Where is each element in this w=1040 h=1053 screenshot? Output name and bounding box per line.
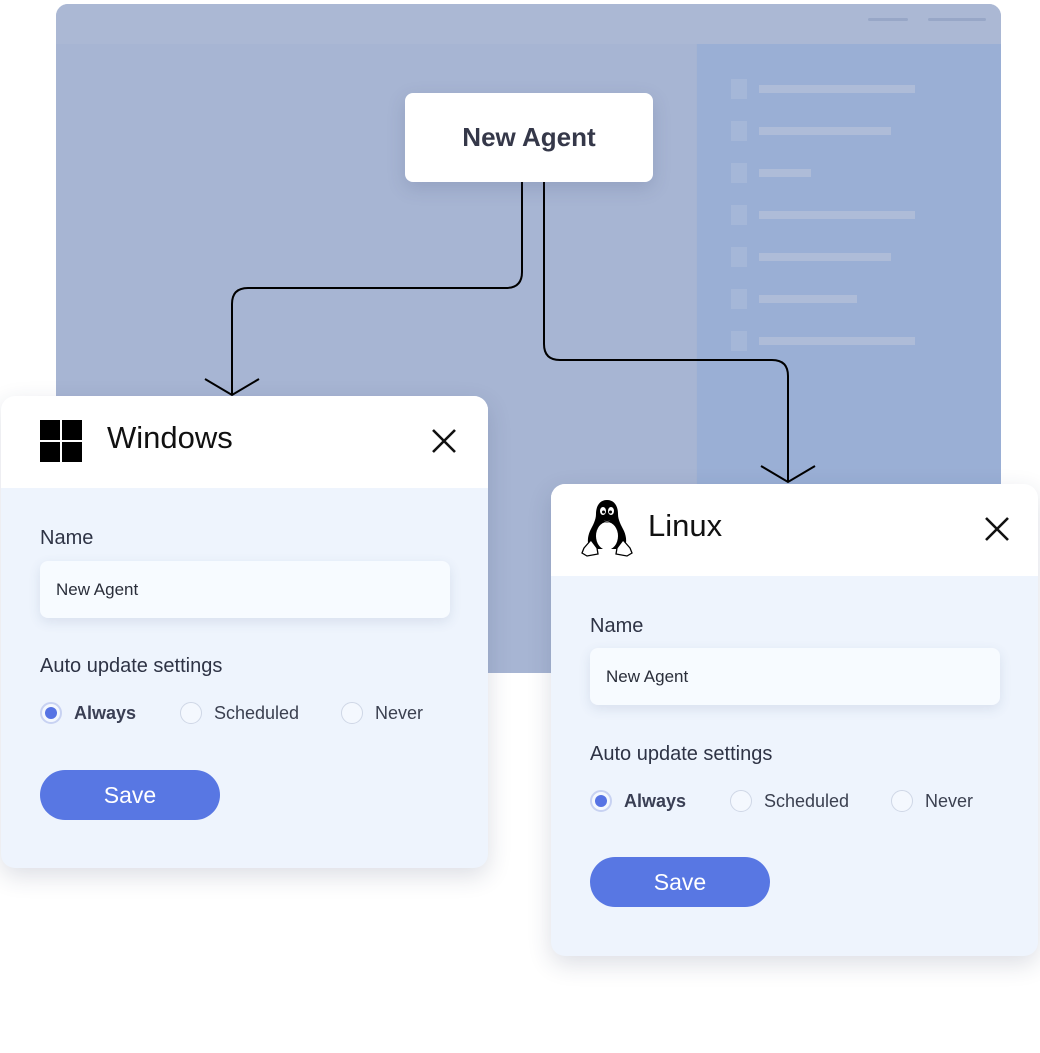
radio-scheduled[interactable]: Scheduled (730, 790, 891, 812)
radio-selected-indicator (40, 702, 62, 724)
header-control-placeholder (928, 18, 986, 21)
name-label: Name (40, 527, 94, 549)
save-button[interactable]: Save (40, 770, 220, 820)
radio-indicator (730, 790, 752, 812)
card-title: Windows (107, 420, 233, 455)
windows-logo-icon (40, 420, 82, 462)
card-title: Linux (648, 508, 723, 543)
radio-indicator (341, 702, 363, 724)
windows-agent-card: Windows Name Auto update settings Always… (1, 396, 488, 868)
close-icon[interactable] (984, 516, 1010, 542)
name-input[interactable] (590, 648, 1000, 705)
radio-always[interactable]: Always (590, 790, 730, 812)
card-header: Linux (551, 484, 1038, 576)
save-button[interactable]: Save (590, 857, 770, 907)
auto-update-radio-group: Always Scheduled Never (590, 790, 973, 812)
node-label: New Agent (462, 122, 596, 152)
linux-agent-card: Linux Name Auto update settings Always S… (551, 484, 1038, 956)
linux-tux-icon (581, 500, 633, 557)
radio-scheduled[interactable]: Scheduled (180, 702, 341, 724)
name-label: Name (590, 615, 644, 637)
radio-always[interactable]: Always (40, 702, 180, 724)
auto-update-label: Auto update settings (590, 743, 773, 765)
new-agent-node[interactable]: New Agent (405, 93, 653, 182)
auto-update-radio-group: Always Scheduled Never (40, 702, 423, 724)
radio-never[interactable]: Never (891, 790, 973, 812)
radio-indicator (180, 702, 202, 724)
window-header (56, 4, 1001, 44)
name-input[interactable] (40, 561, 450, 618)
close-icon[interactable] (431, 428, 457, 454)
header-control-placeholder (868, 18, 908, 21)
radio-indicator (891, 790, 913, 812)
card-header: Windows (1, 396, 488, 488)
radio-never[interactable]: Never (341, 702, 423, 724)
radio-selected-indicator (590, 790, 612, 812)
auto-update-label: Auto update settings (40, 655, 223, 677)
